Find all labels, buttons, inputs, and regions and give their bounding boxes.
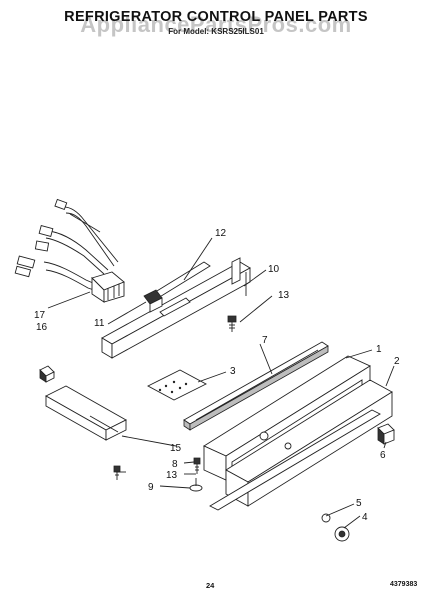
callout-7: 7 <box>262 335 268 346</box>
callout-6: 6 <box>380 450 386 461</box>
callout-5: 5 <box>356 498 362 509</box>
document-number: 4379383 <box>390 581 418 588</box>
bracket-part <box>101 257 251 359</box>
callout-10: 10 <box>268 264 280 275</box>
leveling-foot-part <box>189 478 203 492</box>
knob-part <box>334 526 350 542</box>
page-title: REFRIGERATOR CONTROL PANEL PARTS <box>64 9 368 25</box>
support-part <box>45 385 127 441</box>
callout-9: 9 <box>148 482 154 493</box>
leader-lines <box>47 237 395 529</box>
callout-13-bottom: 13 <box>166 470 178 481</box>
trim-strip-part <box>209 409 381 511</box>
page-number: 24 <box>206 581 215 590</box>
screw-part-middle <box>193 457 201 474</box>
callout-4: 4 <box>362 512 368 523</box>
callout-16: 16 <box>36 322 48 333</box>
model-subtitle: For Model: KSRS25ILS01 <box>168 27 264 36</box>
washer-part <box>321 513 331 523</box>
pivot-part <box>259 431 292 450</box>
thermostat-part <box>143 261 211 313</box>
callout-17: 17 <box>34 310 46 321</box>
wiring-harness <box>14 198 125 303</box>
clip-part-right <box>377 423 395 445</box>
clip-part <box>39 365 55 383</box>
control-board-part <box>183 341 329 431</box>
callout-13-top: 13 <box>278 290 290 301</box>
screw-part-top <box>227 315 237 332</box>
callout-2: 2 <box>394 356 400 367</box>
callout-12: 12 <box>215 228 227 239</box>
insulation-part <box>147 369 207 401</box>
callout-1: 1 <box>376 344 382 355</box>
screw-part-bottom <box>113 465 121 480</box>
callout-11: 11 <box>94 318 105 329</box>
callout-15: 15 <box>170 443 182 454</box>
watermark-text: AppliancePartsPros.com <box>80 12 352 37</box>
callout-8: 8 <box>172 459 178 470</box>
callout-3: 3 <box>230 366 236 377</box>
